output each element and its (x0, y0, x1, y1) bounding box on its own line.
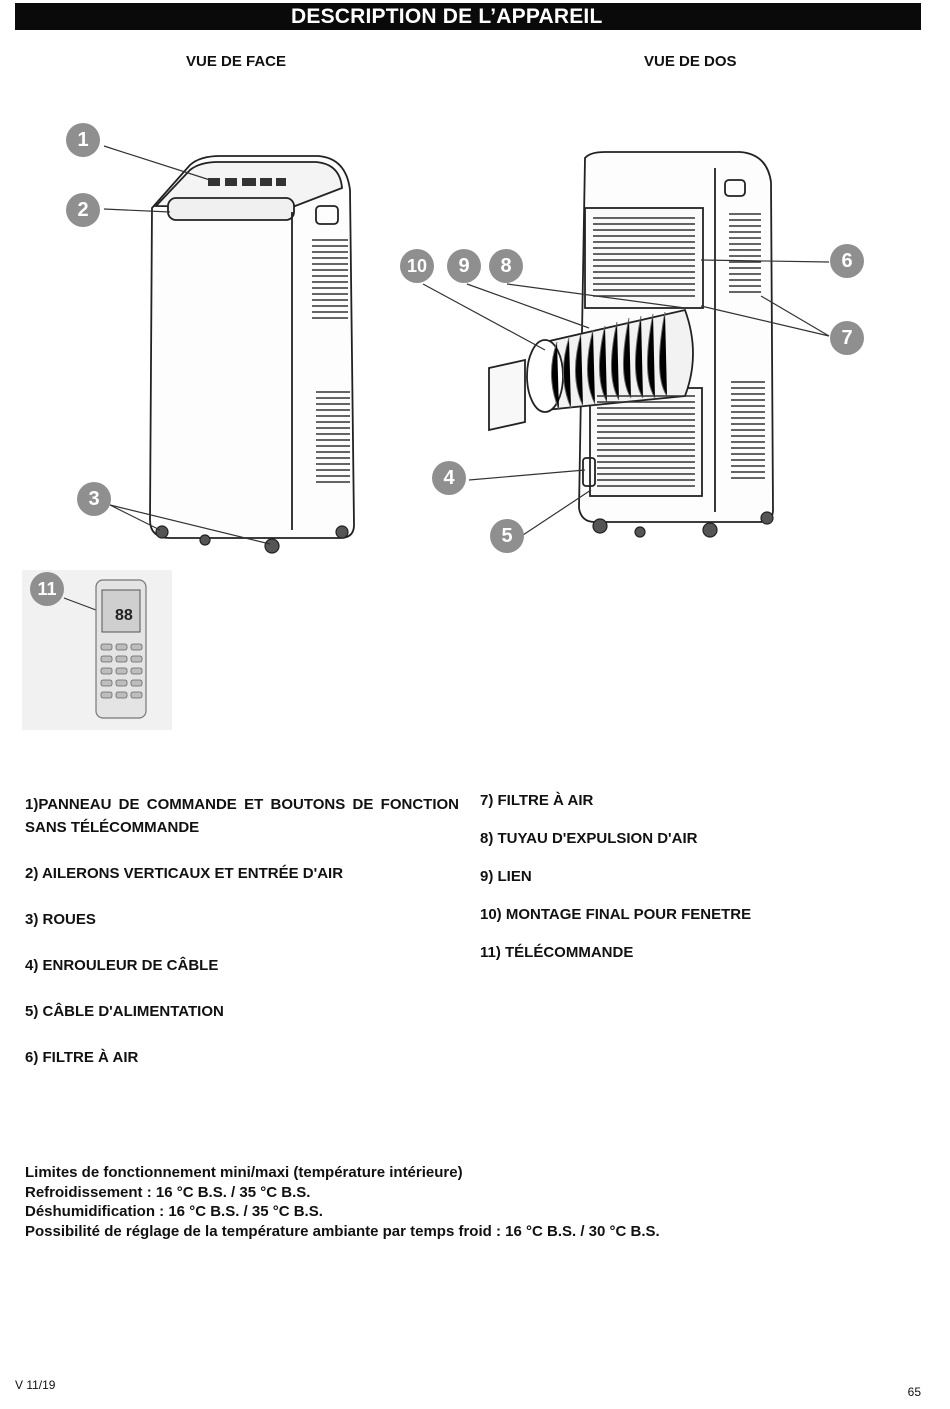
legend-item-10: 10) MONTAGE FINAL POUR FENETRE (480, 906, 752, 923)
legend-item-11: 11) TÉLÉCOMMANDE (480, 944, 634, 961)
legend-item-5: 5) CÂBLE D'ALIMENTATION (25, 1003, 224, 1020)
legend-item-8: 8) TUYAU D'EXPULSION D'AIR (480, 830, 698, 847)
page-number: 65 (907, 1385, 921, 1399)
legend-item-2: 2) AILERONS VERTICAUX ET ENTRÉE D'AIR (25, 865, 344, 882)
legend-right-column: 7) FILTRE À AIR 8) TUYAU D'EXPULSION D'A… (480, 789, 920, 964)
legend-item-6: 6) FILTRE À AIR (25, 1049, 139, 1066)
callout-3: 3 (77, 482, 111, 516)
callout-10: 10 (400, 249, 434, 283)
front-view-illustration (103, 145, 355, 554)
page-title: DESCRIPTION DE L’APPAREIL (15, 3, 921, 30)
version-label: V 11/19 (15, 1378, 56, 1392)
callout-4: 4 (432, 461, 466, 495)
limits-heading: Limites de fonctionnement mini/maxi (tem… (25, 1164, 463, 1181)
limits-heating: Possibilité de réglage de la température… (25, 1222, 660, 1240)
legend-left-column: 1)PANNEAU DE COMMANDE ET BOUTONS DE FONC… (25, 793, 459, 1069)
callout-7: 7 (830, 321, 864, 355)
callout-5: 5 (490, 519, 524, 553)
back-view-illustration (422, 151, 830, 538)
callout-6: 6 (830, 244, 864, 278)
limits-dehumidification: Déshumidification : 16 °C B.S. / 35 °C B… (25, 1203, 323, 1220)
callout-1: 1 (66, 123, 100, 157)
callout-2: 2 (66, 193, 100, 227)
callout-8: 8 (489, 249, 523, 283)
front-view-label: VUE DE FACE (186, 53, 287, 70)
operating-limits: Limites de fonctionnement mini/maxi (tem… (25, 1163, 660, 1241)
legend-item-9: 9) LIEN (480, 868, 532, 885)
legend-item-4: 4) ENROULEUR DE CÂBLE (25, 957, 219, 974)
callout-9: 9 (447, 249, 481, 283)
legend-item-3: 3) ROUES (25, 911, 96, 928)
remote-display-digits: 88 (115, 607, 133, 624)
limits-cooling: Refroidissement : 16 °C B.S. / 35 °C B.S… (25, 1183, 311, 1201)
callout-11: 11 (30, 572, 64, 606)
back-view-label: VUE DE DOS (644, 53, 737, 70)
legend-item-7: 7) FILTRE À AIR (480, 792, 594, 809)
legend-item-1: 1)PANNEAU DE COMMANDE ET BOUTONS DE FONC… (25, 796, 459, 836)
